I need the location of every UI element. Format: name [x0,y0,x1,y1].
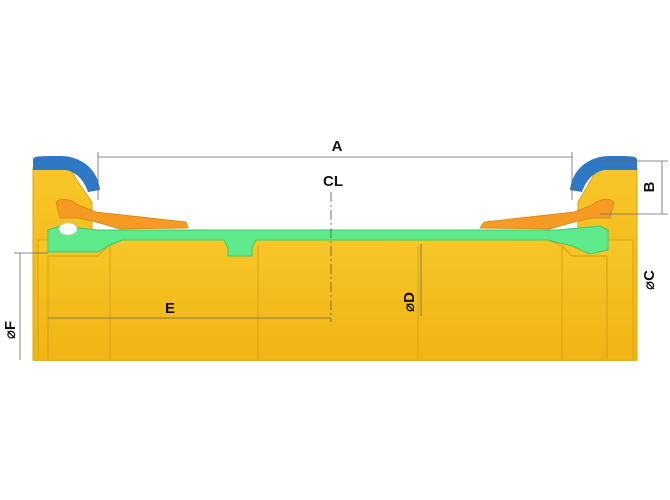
centerline: CL [323,173,343,322]
seal-sleeve [47,225,609,257]
dimension-a: A [97,138,573,200]
pipe-inner-right [547,239,608,360]
label-cl: CL [323,173,343,190]
pipe-body [32,167,638,361]
left-gland [55,198,189,230]
dimension-d: ⌀D [401,244,422,316]
label-a: A [332,138,343,155]
dimension-f: ⌀F [2,252,48,360]
label-f: ⌀F [2,321,19,339]
right-gland [479,198,615,230]
dimension-b: B [600,160,668,215]
dimension-c: ⌀C [641,270,658,290]
left-white-seal [58,222,78,236]
label-b: B [641,181,658,192]
label-c: ⌀C [641,270,658,290]
left-gasket [33,156,100,192]
dimension-e: E [48,300,331,319]
right-gasket [570,156,637,192]
pipe-wall [37,239,634,361]
label-e: E [165,300,175,317]
label-d: ⌀D [401,292,418,312]
